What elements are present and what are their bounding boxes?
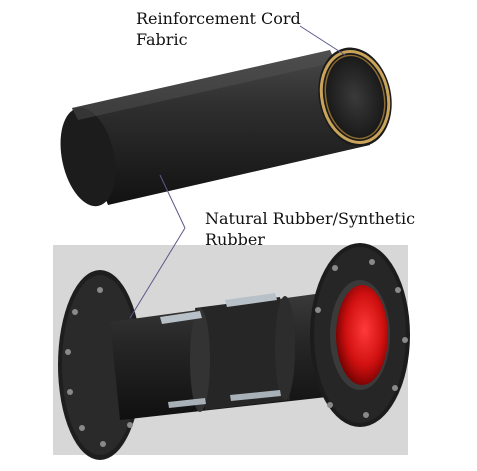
rubber-pipe-illustration: [60, 47, 392, 207]
leader-line-bottom-lower: [129, 227, 186, 319]
label-rubber-line1: Natural Rubber/Synthetic: [205, 209, 416, 228]
label-reinforcement-cord-line2: Fabric: [136, 30, 188, 49]
label-reinforcement-cord-line1: Reinforcement Cord: [136, 9, 301, 28]
label-rubber-line2: Rubber: [205, 230, 265, 249]
leader-line-top: [299, 25, 346, 56]
leader-line-bottom-upper: [159, 174, 186, 229]
flanged-expansion-joint-illustration: [58, 243, 410, 460]
